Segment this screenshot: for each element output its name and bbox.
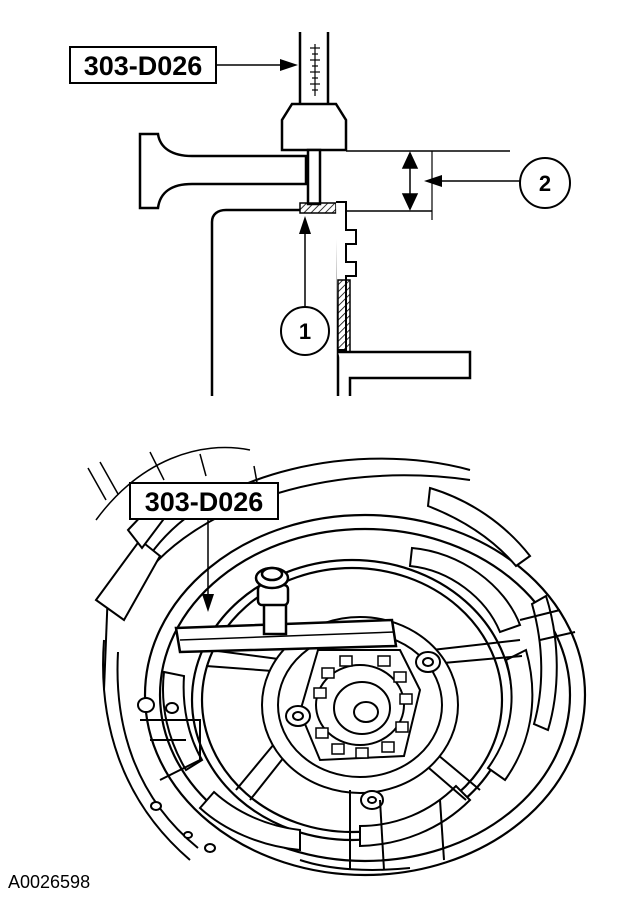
gauge-scale-marks xyxy=(310,44,320,96)
transmission-housing-section xyxy=(210,208,340,396)
depth-gauge-tool-bottom xyxy=(174,566,398,654)
bottom-perspective-view: 303-D026 xyxy=(87,446,587,877)
hatched-case-section xyxy=(337,279,351,353)
callout-number-2: 2 xyxy=(539,171,551,196)
tool-label-bottom: 303-D026 xyxy=(145,487,264,517)
case-lower-details xyxy=(140,609,576,871)
callout-arrow-2 xyxy=(424,175,520,187)
callout-number-1: 1 xyxy=(299,319,311,344)
tool-label-box-top: 303-D026 xyxy=(69,46,217,84)
callout-circle-2: 2 xyxy=(519,157,571,209)
case-flange xyxy=(338,350,472,396)
callout-circle-1: 1 xyxy=(280,306,330,356)
tool-label-box-bottom: 303-D026 xyxy=(129,482,279,520)
bolt-holes xyxy=(137,651,441,853)
callout-arrow-1 xyxy=(299,216,311,308)
tool-leader-arrow-top xyxy=(216,59,298,71)
bearing-cup-reference xyxy=(299,202,337,214)
figure-id: A0026598 xyxy=(8,872,90,892)
hub-gear-teeth xyxy=(313,655,413,759)
housing-slots xyxy=(161,486,558,852)
pump-hub xyxy=(261,616,459,794)
measurement-dimension xyxy=(346,150,510,220)
tool-label-top: 303-D026 xyxy=(84,51,203,81)
tool-leader-arrow-bottom xyxy=(202,519,214,612)
shaft-flange-outline xyxy=(138,132,308,210)
top-cross-section-view: 303-D026 xyxy=(69,32,571,396)
